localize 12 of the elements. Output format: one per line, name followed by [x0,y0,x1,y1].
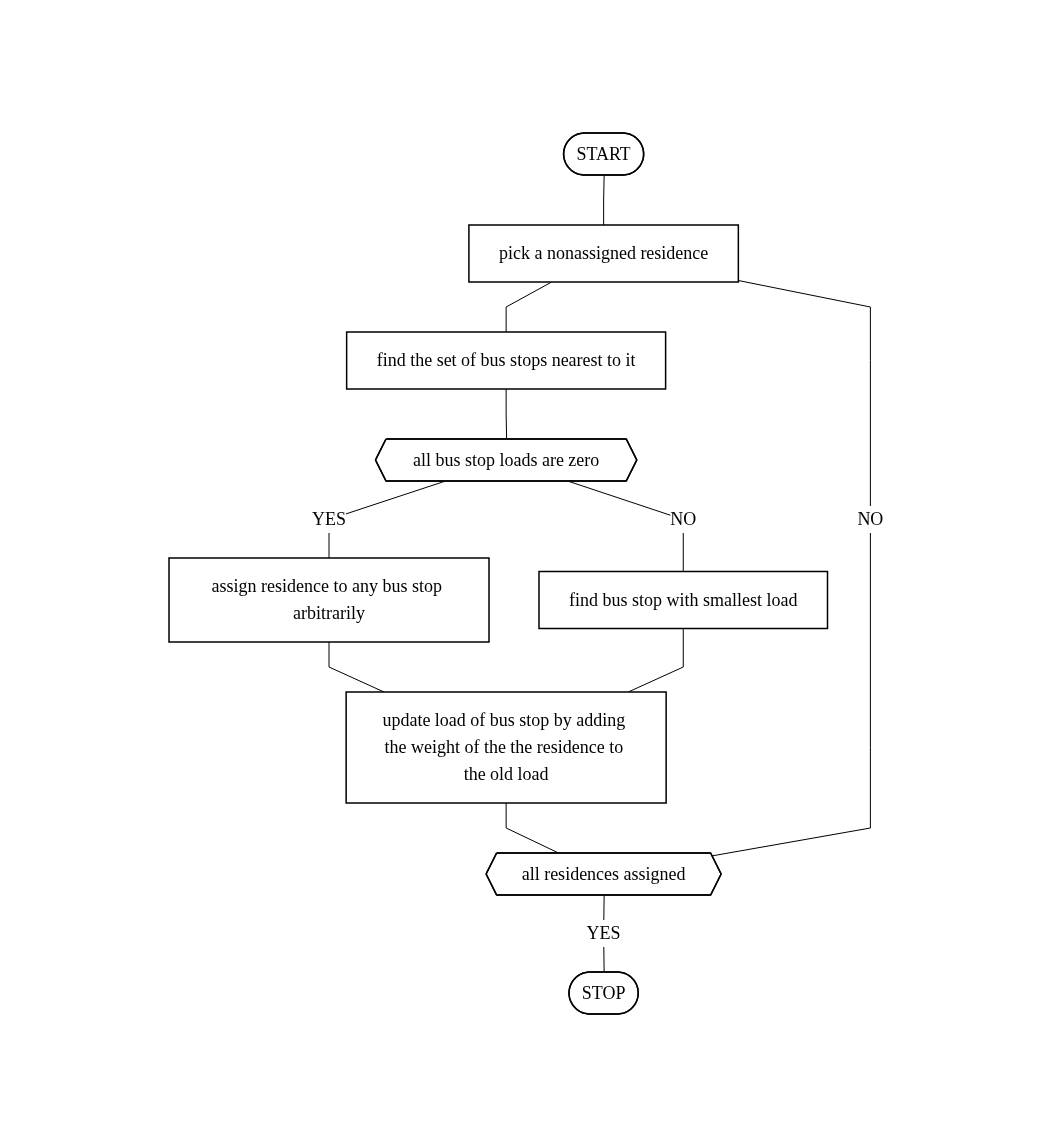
connector [505,281,552,332]
node-box: find the set of bus stops nearest to it [345,330,667,390]
edge-label: NO [670,508,697,529]
edge-label: YES [311,508,346,529]
node-box: find bus stop with smallest load [538,570,829,629]
edge-label: NO [857,508,884,529]
node-box: update load of bus stop by adding the weight of the the residence to the old load [345,690,667,804]
connector [602,174,605,225]
edge-label: YES [586,922,621,943]
connector [505,388,507,440]
node-box: assign residence to any bus stop arbitrarily [168,556,490,643]
node-box: pick a nonassigned residence [467,223,739,283]
